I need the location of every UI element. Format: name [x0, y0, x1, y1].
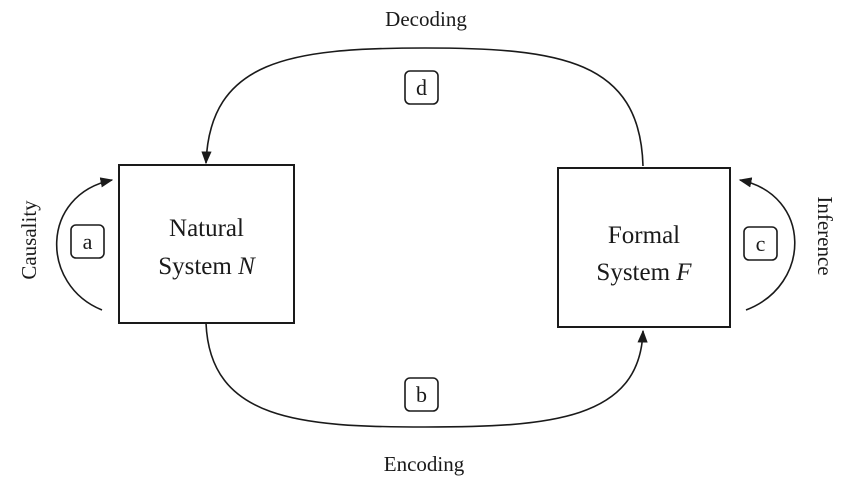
formal-system-box	[557, 167, 731, 328]
tag-a: a	[83, 229, 93, 254]
formal-system-line1: Formal	[608, 222, 680, 249]
tag-c-box	[743, 226, 778, 261]
encoding-arrow	[205, 322, 648, 428]
tag-a-box	[70, 224, 105, 259]
tag-b-box	[404, 377, 439, 412]
tag-c: c	[756, 231, 766, 256]
formal-system-label-line2: System F	[596, 259, 692, 286]
decoding-label: Decoding	[385, 7, 467, 31]
causality-arrow	[55, 177, 114, 311]
causality-label: Causality	[17, 200, 41, 280]
natural-system-label-line2: System N	[158, 253, 256, 280]
tag-d: d	[416, 75, 427, 100]
encoding-label: Encoding	[384, 452, 465, 476]
natural-system-symbol: N	[237, 253, 256, 280]
formal-system-symbol: F	[675, 259, 692, 286]
natural-system-line2-text: System	[158, 253, 238, 280]
tag-d-box	[404, 70, 439, 105]
natural-system-label: Natural	[169, 215, 244, 242]
formal-system-label: Formal	[608, 222, 680, 249]
tag-b: b	[416, 382, 427, 407]
inference-arrow	[738, 177, 796, 311]
natural-system-box	[118, 164, 295, 324]
natural-system-line1: Natural	[169, 215, 244, 242]
inference-label: Inference	[813, 196, 837, 275]
formal-system-line2-text: System	[596, 259, 676, 286]
decoding-arrow	[201, 47, 644, 167]
